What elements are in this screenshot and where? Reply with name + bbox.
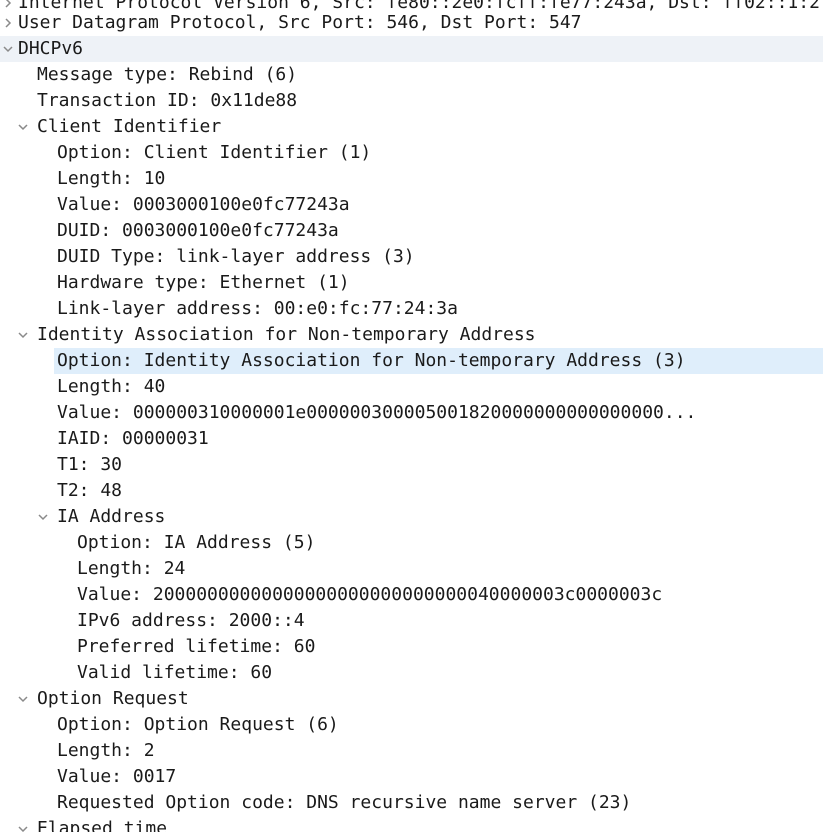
tree-row-option[interactable]: Option: IA Address (5) <box>0 530 823 556</box>
tree-row-label: T1: 30 <box>57 454 123 475</box>
tree-row-ipv6[interactable]: Internet Protocol Version 6, Src: fe80::… <box>0 0 823 16</box>
chevron-down-icon[interactable] <box>17 329 29 341</box>
tree-row-udp[interactable]: User Datagram Protocol, Src Port: 546, D… <box>0 10 823 36</box>
tree-row-label: Message type: Rebind (6) <box>37 64 298 85</box>
tree-row-label: Value: 0017 <box>57 766 177 787</box>
tree-row-iaid[interactable]: IAID: 00000031 <box>0 426 823 452</box>
tree-row-label: DHCPv6 <box>18 38 84 59</box>
tree-row-label: Internet Protocol Version 6, Src: fe80::… <box>18 0 820 13</box>
tree-row-option-selected[interactable]: Option: Identity Association for Non-tem… <box>0 348 823 374</box>
tree-row-label: User Datagram Protocol, Src Port: 546, D… <box>18 12 582 33</box>
tree-row-option[interactable]: Option: Option Request (6) <box>0 712 823 738</box>
tree-row-ipv6-address[interactable]: IPv6 address: 2000::4 <box>0 608 823 634</box>
tree-row-label: Option: Identity Association for Non-tem… <box>57 350 686 371</box>
tree-row-label: Transaction ID: 0x11de88 <box>37 90 298 111</box>
tree-row-value[interactable]: Value: 200000000000000000000000000000400… <box>0 582 823 608</box>
tree-row-value[interactable]: Value: 000000310000001e00000030000500182… <box>0 400 823 426</box>
tree-row-label: Client Identifier <box>37 116 222 137</box>
tree-row-link-layer-address[interactable]: Link-layer address: 00:e0:fc:77:24:3a <box>0 296 823 322</box>
tree-row-duid-type[interactable]: DUID Type: link-layer address (3) <box>0 244 823 270</box>
tree-row-label: Length: 2 <box>57 740 155 761</box>
tree-row-length[interactable]: Length: 40 <box>0 374 823 400</box>
tree-row-client-identifier[interactable]: Client Identifier <box>0 114 823 140</box>
tree-row-duid[interactable]: DUID: 0003000100e0fc77243a <box>0 218 823 244</box>
tree-row-label: Hardware type: Ethernet (1) <box>57 272 350 293</box>
tree-row-length[interactable]: Length: 2 <box>0 738 823 764</box>
tree-row-value[interactable]: Value: 0003000100e0fc77243a <box>0 192 823 218</box>
chevron-down-icon[interactable] <box>2 43 14 55</box>
tree-row-preferred-lifetime[interactable]: Preferred lifetime: 60 <box>0 634 823 660</box>
tree-row-label: IPv6 address: 2000::4 <box>77 610 305 631</box>
tree-row-transaction-id[interactable]: Transaction ID: 0x11de88 <box>0 88 823 114</box>
tree-row-label: Length: 10 <box>57 168 166 189</box>
tree-row-dhcpv6[interactable]: DHCPv6 <box>0 36 823 62</box>
tree-row-label: Preferred lifetime: 60 <box>77 636 316 657</box>
tree-row-label: Length: 24 <box>77 558 186 579</box>
tree-row-label: Option: Client Identifier (1) <box>57 142 372 163</box>
tree-row-requested-option-code[interactable]: Requested Option code: DNS recursive nam… <box>0 790 823 816</box>
tree-row-label: IA Address <box>57 506 166 527</box>
tree-row-label: Value: 0003000100e0fc77243a <box>57 194 350 215</box>
tree-row-label: Valid lifetime: 60 <box>77 662 273 683</box>
chevron-right-icon[interactable] <box>2 0 14 9</box>
tree-row-valid-lifetime[interactable]: Valid lifetime: 60 <box>0 660 823 686</box>
selection-highlight <box>54 348 823 374</box>
tree-row-label: Link-layer address: 00:e0:fc:77:24:3a <box>57 298 458 319</box>
chevron-down-icon[interactable] <box>37 511 49 523</box>
tree-row-label: DUID Type: link-layer address (3) <box>57 246 415 267</box>
chevron-down-icon[interactable] <box>17 823 29 832</box>
tree-row-label: Option Request <box>37 688 189 709</box>
chevron-down-icon[interactable] <box>17 121 29 133</box>
tree-row-hardware-type[interactable]: Hardware type: Ethernet (1) <box>0 270 823 296</box>
tree-row-option[interactable]: Option: Client Identifier (1) <box>0 140 823 166</box>
chevron-down-icon[interactable] <box>17 693 29 705</box>
chevron-right-icon[interactable] <box>2 17 14 29</box>
tree-row-option-request[interactable]: Option Request <box>0 686 823 712</box>
tree-row-label: Value: 200000000000000000000000000000400… <box>77 584 663 605</box>
tree-row-t1[interactable]: T1: 30 <box>0 452 823 478</box>
tree-row-label: DUID: 0003000100e0fc77243a <box>57 220 339 241</box>
tree-row-label: T2: 48 <box>57 480 123 501</box>
tree-row-length[interactable]: Length: 10 <box>0 166 823 192</box>
tree-row-ia-address[interactable]: IA Address <box>0 504 823 530</box>
tree-row-label: IAID: 00000031 <box>57 428 209 449</box>
tree-row-label: Value: 000000310000001e00000030000500182… <box>57 402 697 423</box>
tree-row-t2[interactable]: T2: 48 <box>0 478 823 504</box>
tree-row-length[interactable]: Length: 24 <box>0 556 823 582</box>
tree-row-elapsed-time[interactable]: Elapsed time <box>0 816 823 832</box>
tree-row-ia-na[interactable]: Identity Association for Non-temporary A… <box>0 322 823 348</box>
tree-row-label: Identity Association for Non-temporary A… <box>37 324 536 345</box>
tree-row-value[interactable]: Value: 0017 <box>0 764 823 790</box>
tree-row-label: Length: 40 <box>57 376 166 397</box>
tree-row-label: Option: Option Request (6) <box>57 714 339 735</box>
tree-row-label: Option: IA Address (5) <box>77 532 316 553</box>
tree-row-message-type[interactable]: Message type: Rebind (6) <box>0 62 823 88</box>
tree-row-label: Requested Option code: DNS recursive nam… <box>57 792 632 813</box>
tree-row-label: Elapsed time <box>37 818 168 832</box>
